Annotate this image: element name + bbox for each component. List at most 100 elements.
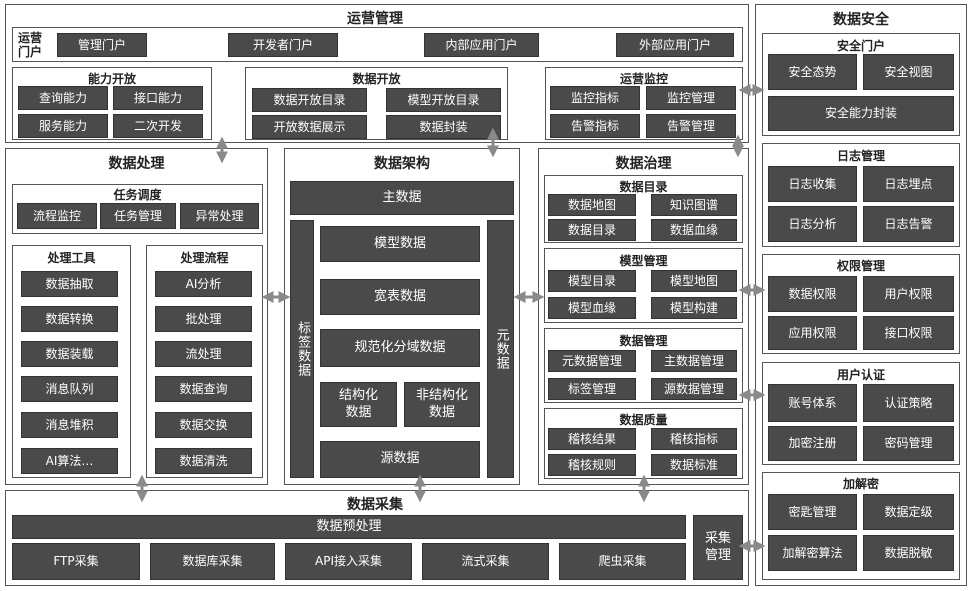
security-portal-title: 安全门户: [836, 39, 885, 53]
tool-message-queue[interactable]: 消息队列: [21, 376, 118, 402]
auth-account-system[interactable]: 账号体系: [768, 384, 857, 422]
perm-data[interactable]: 数据权限: [768, 276, 857, 312]
arch-meta-data[interactable]: 元数据: [487, 220, 514, 478]
gov-knowledge-graph[interactable]: 知识图谱: [651, 194, 737, 216]
arch-master-data[interactable]: 主数据: [290, 181, 514, 215]
gov-metadata-mgmt[interactable]: 元数据管理: [548, 350, 636, 372]
flow-stream[interactable]: 流处理: [155, 341, 252, 367]
gov-source-data-mgmt[interactable]: 源数据管理: [651, 378, 737, 400]
gov-audit-result[interactable]: 稽核结果: [548, 428, 636, 450]
flow-ai-analysis[interactable]: AI分析: [155, 271, 252, 297]
tool-extract[interactable]: 数据抽取: [21, 271, 118, 297]
model-mgmt-title: 模型管理: [619, 254, 668, 268]
log-title: 日志管理: [836, 149, 885, 163]
arch-unstructured-data[interactable]: 非结构化数据: [404, 382, 480, 427]
collect-api[interactable]: API接入采集: [285, 543, 412, 580]
perm-title: 权限管理: [836, 259, 885, 273]
crypto-data-masking[interactable]: 数据脱敏: [863, 535, 954, 571]
crypto-algorithm[interactable]: 加解密算法: [768, 535, 857, 571]
portal-external[interactable]: 外部应用门户: [616, 33, 734, 57]
arch-tag-data[interactable]: 标签数据: [290, 220, 314, 478]
capability-query[interactable]: 查询能力: [18, 86, 108, 110]
tool-load[interactable]: 数据装载: [21, 341, 118, 367]
flow-batch[interactable]: 批处理: [155, 306, 252, 332]
capability-api[interactable]: 接口能力: [113, 86, 203, 110]
exception-handling[interactable]: 异常处理: [180, 203, 259, 229]
auth-title: 用户认证: [836, 368, 885, 382]
alert-management[interactable]: 告警管理: [646, 114, 736, 138]
arch-source-data[interactable]: 源数据: [320, 441, 480, 478]
data-packaging[interactable]: 数据封装: [386, 115, 501, 139]
gov-data-catalog[interactable]: 数据目录: [548, 219, 636, 241]
security-title: 数据安全: [833, 12, 889, 28]
monitor-management[interactable]: 监控管理: [646, 86, 736, 110]
flow-data-exchange[interactable]: 数据交换: [155, 412, 252, 438]
log-alert[interactable]: 日志告警: [863, 206, 954, 242]
tool-ai-algorithm[interactable]: AI算法…: [21, 448, 118, 474]
capability-secondary-dev[interactable]: 二次开发: [113, 114, 203, 138]
log-collection[interactable]: 日志收集: [768, 166, 857, 202]
perm-interface[interactable]: 接口权限: [863, 316, 954, 350]
portal-developer[interactable]: 开发者门户: [228, 33, 338, 57]
capability-title: 能力开放: [87, 72, 136, 86]
flow-title: 处理流程: [180, 251, 229, 265]
crypto-data-grading[interactable]: 数据定级: [863, 494, 954, 530]
open-data-display[interactable]: 开放数据展示: [252, 115, 367, 139]
capability-service[interactable]: 服务能力: [18, 114, 108, 138]
monitor-metrics[interactable]: 监控指标: [550, 86, 640, 110]
crypto-key-mgmt[interactable]: 密匙管理: [768, 494, 857, 530]
security-posture[interactable]: 安全态势: [768, 54, 857, 90]
gov-model-map[interactable]: 模型地图: [651, 270, 737, 292]
alert-metrics[interactable]: 告警指标: [550, 114, 640, 138]
arch-wide-table-data[interactable]: 宽表数据: [320, 279, 480, 315]
log-analysis[interactable]: 日志分析: [768, 206, 857, 242]
auth-password-mgmt[interactable]: 密码管理: [863, 426, 954, 461]
auth-policy[interactable]: 认证策略: [863, 384, 954, 422]
governance-title: 数据治理: [615, 156, 672, 172]
collect-streaming[interactable]: 流式采集: [422, 543, 549, 580]
collection-title: 数据采集: [347, 497, 403, 513]
collect-crawler[interactable]: 爬虫采集: [559, 543, 686, 580]
data-open-title: 数据开放: [352, 72, 401, 86]
flow-data-cleaning[interactable]: 数据清洗: [155, 448, 252, 474]
crypto-title: 加解密: [842, 477, 879, 491]
gov-data-map[interactable]: 数据地图: [548, 194, 636, 216]
data-mgmt-title: 数据管理: [619, 334, 668, 348]
gov-tag-mgmt[interactable]: 标签管理: [548, 378, 636, 400]
flow-monitoring[interactable]: 流程监控: [17, 203, 97, 229]
architecture-title: 数据架构: [374, 156, 430, 172]
gov-data-standard[interactable]: 数据标准: [651, 454, 737, 476]
flow-data-query[interactable]: 数据查询: [155, 376, 252, 402]
arch-structured-data[interactable]: 结构化数据: [320, 382, 397, 427]
portal-internal[interactable]: 内部应用门户: [424, 33, 539, 57]
model-open-catalog[interactable]: 模型开放目录: [386, 88, 501, 112]
auth-encrypted-registration[interactable]: 加密注册: [768, 426, 857, 461]
data-open-catalog[interactable]: 数据开放目录: [252, 88, 367, 112]
gov-master-data-mgmt[interactable]: 主数据管理: [651, 350, 737, 372]
data-preprocessing[interactable]: 数据预处理: [12, 515, 686, 539]
portal-admin[interactable]: 管理门户: [57, 33, 147, 57]
gov-model-catalog[interactable]: 模型目录: [548, 270, 636, 292]
arch-normalized-domain-data[interactable]: 规范化分域数据: [320, 329, 480, 367]
scheduling-title: 任务调度: [113, 188, 162, 202]
gov-audit-metrics[interactable]: 稽核指标: [651, 428, 737, 450]
task-management[interactable]: 任务管理: [100, 203, 176, 229]
log-tracking[interactable]: 日志埋点: [863, 166, 954, 202]
collect-ftp[interactable]: FTP采集: [12, 543, 140, 580]
monitor-title: 运营监控: [619, 72, 668, 86]
arch-model-data[interactable]: 模型数据: [320, 226, 480, 262]
perm-user[interactable]: 用户权限: [863, 276, 954, 312]
ops-portal-label: 运营门户: [17, 31, 42, 59]
gov-model-building[interactable]: 模型构建: [651, 297, 737, 319]
gov-model-lineage[interactable]: 模型血缘: [548, 297, 636, 319]
gov-audit-rules[interactable]: 稽核规则: [548, 454, 636, 476]
tools-title: 处理工具: [47, 251, 96, 265]
tool-message-backlog[interactable]: 消息堆积: [21, 412, 118, 438]
security-view[interactable]: 安全视图: [863, 54, 954, 90]
perm-application[interactable]: 应用权限: [768, 316, 857, 350]
collection-management[interactable]: 采集管理: [693, 515, 743, 580]
security-capability-packaging[interactable]: 安全能力封装: [768, 96, 954, 131]
gov-data-lineage[interactable]: 数据血缘: [651, 219, 737, 241]
tool-transform[interactable]: 数据转换: [21, 306, 118, 332]
collect-database[interactable]: 数据库采集: [150, 543, 275, 580]
